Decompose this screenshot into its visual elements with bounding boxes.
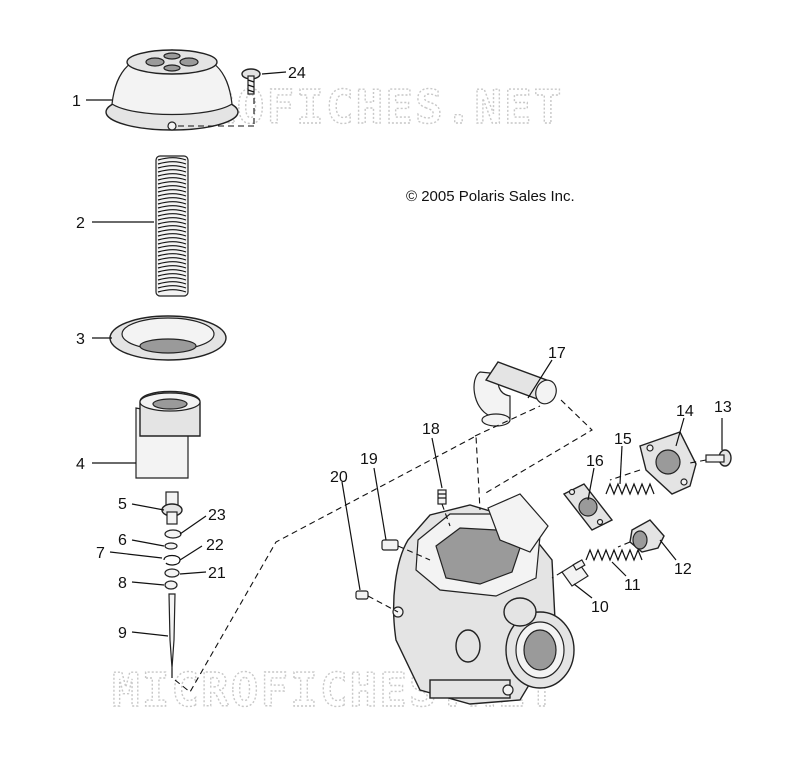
nut-icon (629, 519, 665, 553)
callout-15: 15 (614, 431, 632, 448)
spring-coil (157, 209, 187, 213)
screw-icon (241, 68, 261, 95)
diaphragm-icon (109, 315, 227, 361)
spring-coil (157, 285, 187, 289)
callout-3: 3 (76, 331, 85, 348)
spring-coil (157, 157, 187, 161)
spring-coil (157, 205, 187, 209)
spring-coil (157, 277, 187, 281)
washer-icon (164, 580, 178, 590)
callout-18: 18 (422, 421, 440, 438)
callout-16: 16 (586, 453, 604, 470)
spring-coil (157, 181, 187, 185)
callout-13: 13 (714, 399, 732, 416)
leader-lines (86, 71, 723, 637)
callout-12: 12 (674, 561, 692, 578)
elbow-hose-icon (473, 361, 557, 427)
spring-coil (157, 177, 187, 181)
copyright-text: © 2005 Polaris Sales Inc. (406, 188, 575, 205)
plunger-icon (561, 559, 589, 587)
diaphragm-icon (562, 483, 614, 531)
spring-coil (157, 253, 187, 257)
jet-icon (381, 539, 399, 551)
callout-8: 8 (118, 575, 127, 592)
jet-needle-icon (168, 593, 176, 678)
callout-21: 21 (208, 565, 226, 582)
spring-coil (157, 261, 187, 265)
callout-20: 20 (330, 469, 348, 486)
spring-coil (157, 281, 187, 285)
spring-coil (157, 245, 187, 249)
spring-coil (157, 185, 187, 189)
callout-6: 6 (118, 532, 127, 549)
spring-coil (157, 269, 187, 273)
spring-coil (157, 237, 187, 241)
slide-piston-icon (135, 390, 201, 479)
spring-coil (157, 273, 187, 277)
spring-coil (157, 265, 187, 269)
jet-icon (355, 590, 369, 600)
spring-coil (157, 289, 187, 293)
callout-5: 5 (118, 496, 127, 513)
spring-coil (157, 197, 187, 201)
callout-labels: 1 2 3 4 5 6 7 8 9 10 11 12 13 14 15 16 1… (72, 65, 732, 642)
needle-holder-icon (161, 491, 183, 525)
callout-1: 1 (72, 93, 81, 110)
callout-4: 4 (76, 456, 85, 473)
carburetor-body-icon (392, 493, 575, 705)
jet-icon (437, 489, 447, 505)
spring-coil (157, 257, 187, 261)
washer-icon (164, 568, 180, 578)
spring-icon (155, 155, 189, 297)
spring-coil (157, 189, 187, 193)
spring-coil (157, 249, 187, 253)
callout-22: 22 (206, 537, 224, 554)
callout-14: 14 (676, 403, 694, 420)
top-cover-icon (105, 49, 239, 131)
spring-coil (157, 201, 187, 205)
spring-coil (157, 161, 187, 165)
spring-coil (157, 221, 187, 225)
callout-17: 17 (548, 345, 566, 362)
callout-23: 23 (208, 507, 226, 524)
spring-coil (157, 169, 187, 173)
spring-icon (585, 548, 643, 562)
callout-9: 9 (118, 625, 127, 642)
washer-icon (164, 542, 178, 550)
callout-11: 11 (624, 577, 641, 594)
spring-coil (157, 193, 187, 197)
spring-coil (157, 225, 187, 229)
cover-icon (639, 431, 697, 495)
screw-icon (705, 449, 732, 467)
callout-7: 7 (96, 545, 105, 562)
spring-coil (157, 213, 187, 217)
callout-2: 2 (76, 215, 85, 232)
spring-coil (157, 229, 187, 233)
spring-coil (157, 233, 187, 237)
callout-24: 24 (288, 65, 306, 82)
spring-coil (157, 217, 187, 221)
spring-coil (157, 165, 187, 169)
callout-19: 19 (360, 451, 378, 468)
callout-10: 10 (591, 599, 609, 616)
spring-coil (157, 173, 187, 177)
spring-coil (157, 241, 187, 245)
e-clip-icon (163, 554, 181, 566)
assembly-guide-lines (174, 98, 707, 693)
spring-icon (605, 482, 655, 496)
washer-icon (164, 529, 182, 539)
